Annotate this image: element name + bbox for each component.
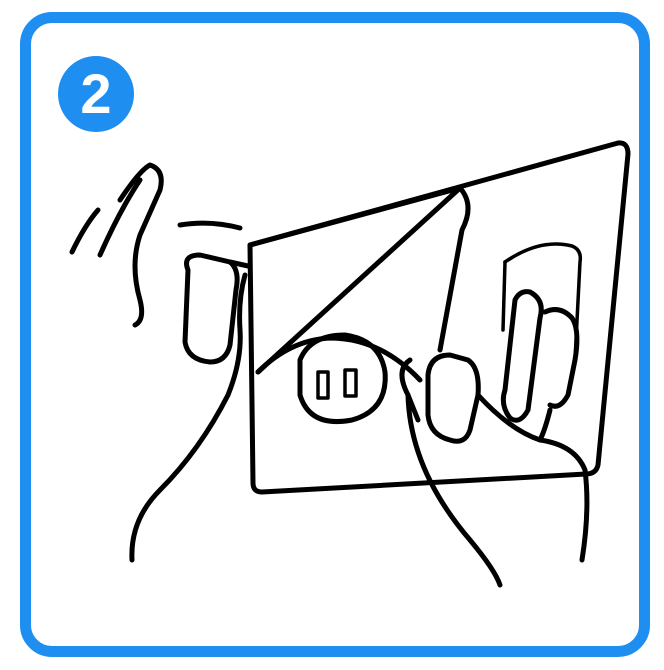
- right-hand: [428, 355, 478, 441]
- peeling-film-flap: [250, 188, 460, 372]
- outlet-socket-left: [300, 335, 385, 422]
- left-hand: [185, 255, 237, 362]
